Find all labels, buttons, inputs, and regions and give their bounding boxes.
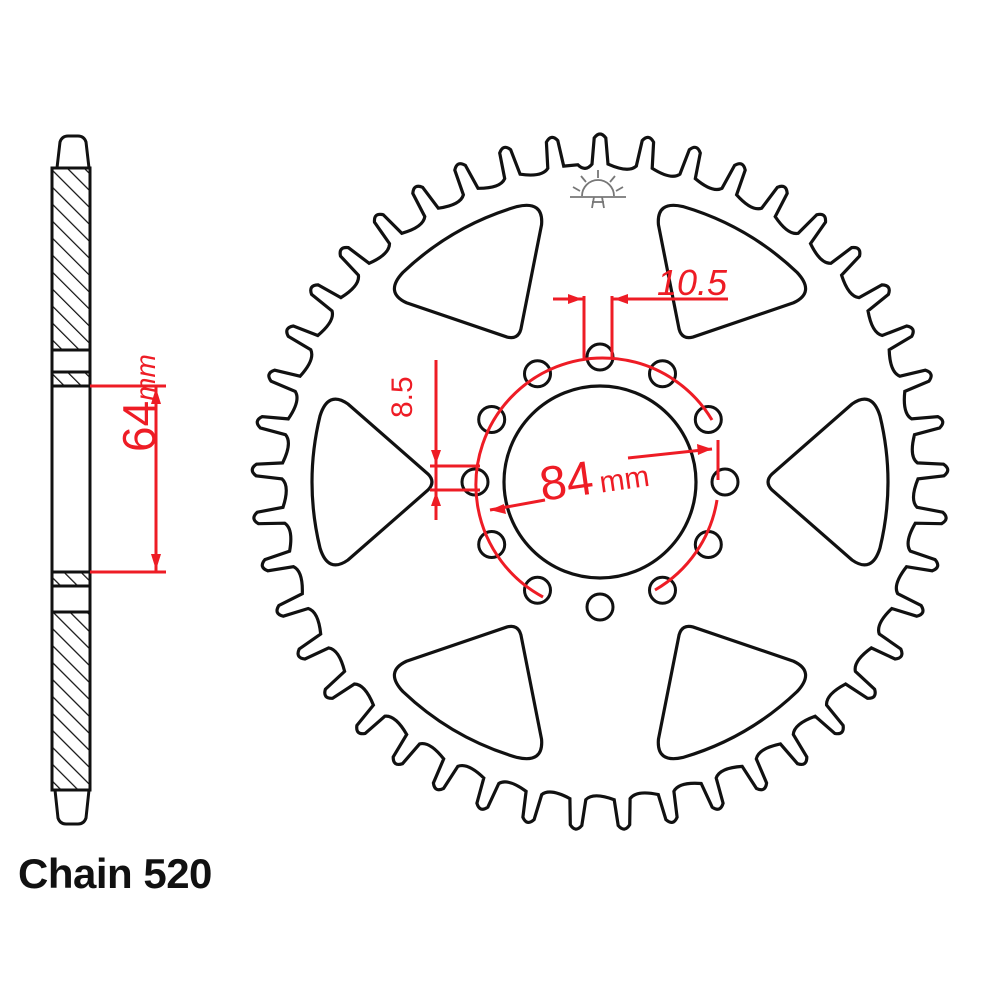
bolt-circle-dimension	[474, 356, 720, 599]
hole-spacing-label: 8.5	[386, 376, 419, 418]
sprocket-teeth-outline	[250, 132, 950, 831]
bolt-circle-unit: mm	[597, 459, 652, 500]
lightening-hole	[656, 624, 808, 761]
bolt-circle-value: 84	[536, 451, 597, 512]
lightening-hole	[392, 624, 544, 761]
sun-logo-icon	[570, 170, 626, 209]
bolt-hole-diameter-label: 10.5	[657, 262, 728, 303]
bolt-holes	[460, 342, 740, 622]
bolt-hole	[477, 405, 507, 434]
lightening-hole	[392, 203, 544, 340]
center-bore	[502, 384, 698, 580]
bolt-hole	[693, 405, 723, 434]
bolt-hole-dimension	[553, 294, 728, 358]
sprocket-face	[250, 132, 950, 831]
hub-offset-unit: mm	[130, 354, 161, 401]
bolt-hole	[477, 530, 507, 559]
side-profile	[50, 134, 92, 826]
lightening-hole	[656, 203, 808, 340]
spacing-dimension	[430, 360, 480, 520]
chain-size-label: Chain 520	[18, 850, 212, 897]
hub-offset-label: 64mm	[112, 354, 166, 452]
hub-offset-dimension	[90, 384, 166, 574]
bolt-hole	[693, 530, 723, 559]
lightening-holes	[310, 203, 890, 761]
hub-offset-value: 64	[113, 400, 165, 452]
lightening-hole	[766, 397, 890, 567]
bolt-hole	[648, 575, 677, 605]
bolt-hole	[585, 592, 615, 622]
bolt-hole	[648, 359, 677, 389]
bolt-hole	[523, 359, 552, 389]
bolt-hole	[523, 575, 552, 605]
bolt-hole	[710, 467, 740, 497]
lightening-hole	[310, 397, 434, 567]
